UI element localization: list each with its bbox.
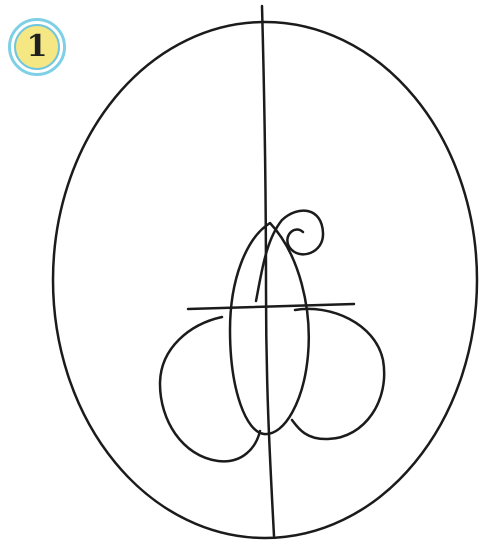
vertical-guide-line <box>262 6 274 536</box>
left-nostril-wing <box>160 317 260 461</box>
nose-center-loop <box>230 223 309 434</box>
horizontal-nostril-guide <box>188 304 354 309</box>
